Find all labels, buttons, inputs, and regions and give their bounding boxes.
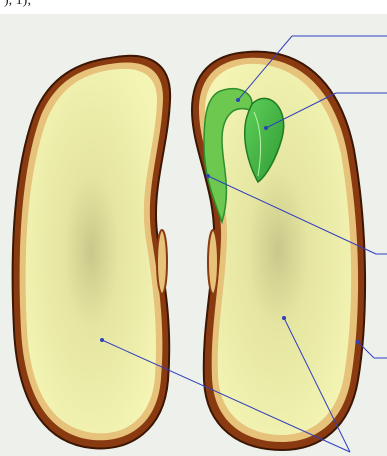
marker-hypocotyl [206,174,210,178]
marker-cotyledon-right [282,316,286,320]
marker-leaf [264,126,268,130]
left-hilum [157,230,167,294]
marker-seed-coat [356,340,360,344]
top-text-fragment: ), 1); [4,0,31,9]
marker-cotyledon-left [100,338,104,342]
right-hilum [208,230,218,294]
marker-plumule [236,98,240,102]
